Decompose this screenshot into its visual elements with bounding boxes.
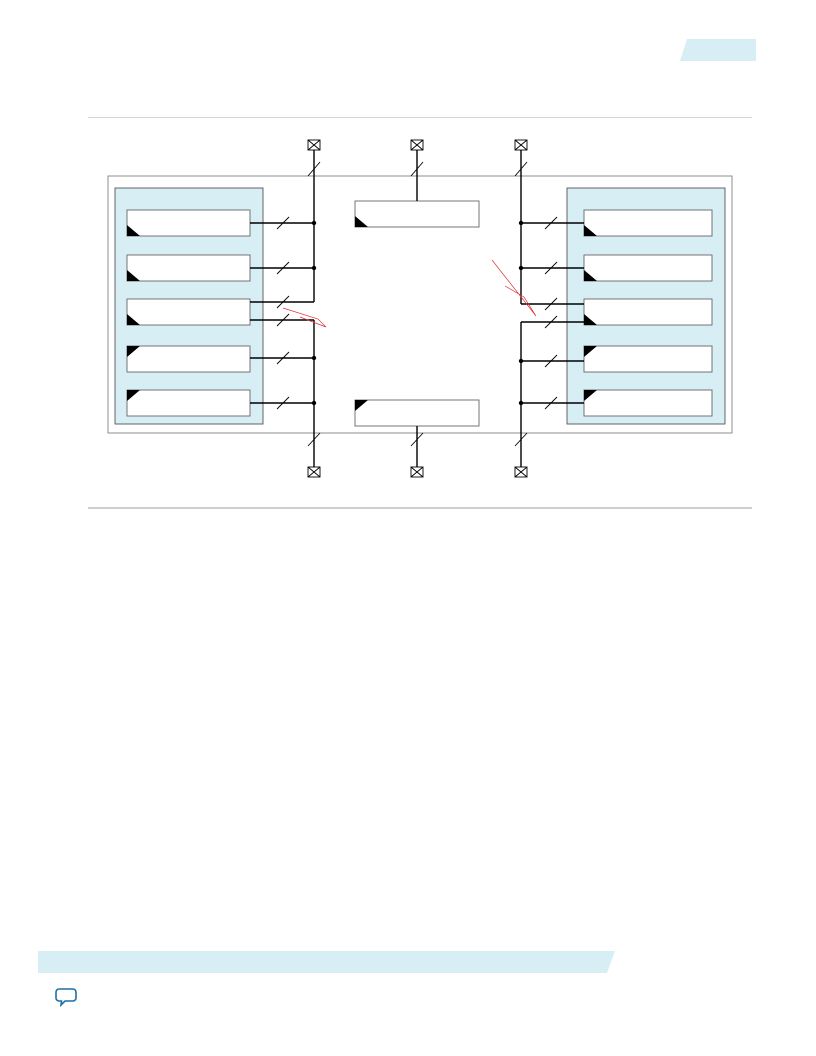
left-bus-junctions [311, 220, 317, 406]
corner-marker [127, 314, 140, 325]
right-block [583, 209, 713, 237]
center-block [354, 399, 480, 427]
corner-marker [584, 270, 597, 281]
left-bus [250, 150, 315, 467]
corner-marker [584, 225, 597, 236]
left-block [126, 345, 251, 373]
corner-marker [584, 390, 597, 401]
right-block [583, 389, 713, 417]
right-block [583, 298, 713, 326]
corner-marker [127, 346, 140, 357]
center-blocks [354, 200, 480, 427]
corner-marker [355, 216, 368, 227]
center-block [354, 200, 480, 228]
bus-slashes [276, 161, 558, 447]
pin-icon [410, 466, 424, 478]
right-bus [520, 150, 584, 467]
left-block [126, 209, 251, 237]
top-rule [88, 117, 752, 118]
corner-marker [127, 270, 140, 281]
corner-marker [127, 225, 140, 236]
right-bus-junctions [518, 220, 524, 406]
left-block [126, 254, 251, 282]
pin-icon [514, 139, 528, 151]
block-diagram [107, 139, 733, 478]
corner-marker [127, 390, 140, 401]
bottom-rule [88, 507, 752, 509]
pin-icon [514, 466, 528, 478]
corner-marker [584, 314, 597, 325]
annotation-marks [282, 259, 537, 328]
left-block [126, 298, 251, 326]
right-block [583, 345, 713, 373]
right-blocks [583, 209, 713, 417]
left-block [126, 389, 251, 417]
right-block [583, 254, 713, 282]
pin-icon [410, 139, 424, 151]
pin-icon [307, 139, 321, 151]
feedback-icon[interactable] [55, 987, 77, 1007]
left-blocks [126, 209, 251, 417]
header-tab [680, 39, 756, 61]
corner-marker [355, 400, 368, 411]
bottom-pins [307, 466, 528, 478]
pin-icon [307, 466, 321, 478]
footer-bar [38, 951, 615, 973]
corner-marker [584, 346, 597, 357]
top-pins [307, 139, 528, 151]
